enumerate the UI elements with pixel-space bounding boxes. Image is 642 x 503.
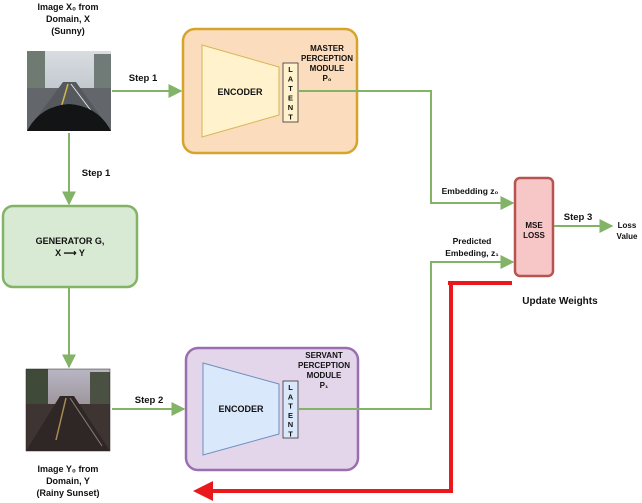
source-caption-line-1: Image X₀ from <box>37 2 98 12</box>
servant-latent-letter: T <box>288 430 293 439</box>
servant-latent-letters: L A T E N T <box>288 383 294 439</box>
servant-title-line-4: P₁ <box>320 381 329 390</box>
master-latent-letter: T <box>288 84 293 93</box>
master-latent-letter: T <box>288 113 293 122</box>
servant-encoder <box>202 362 280 456</box>
servant-title-line-2: PERCEPTION <box>298 361 350 370</box>
predicted-label-line-1: Predicted <box>453 236 492 246</box>
mse-loss-line-2: LOSS <box>523 231 545 240</box>
loss-value-line-1: Loss <box>618 221 637 230</box>
step1-right-label: Step 1 <box>129 73 158 84</box>
servant-latent-box <box>282 380 299 439</box>
servant-latent-letter: E <box>288 411 293 420</box>
target-caption-line-3: (Rainy Sunset) <box>36 488 99 498</box>
update-weights-label: Update Weights <box>522 296 598 307</box>
master-perception-module: ENCODER L A T E N T MASTER PERCEPTION MO… <box>181 27 359 155</box>
predicted-label-line-2: Embeding, z₁ <box>445 248 499 258</box>
master-title-line-4: P₀ <box>323 74 332 83</box>
servant-latent-letter: A <box>288 392 294 401</box>
master-title-line-3: MODULE <box>310 64 345 73</box>
generator-box: GENERATOR G, X ⟶ Y <box>1 204 139 289</box>
master-title-line-1: MASTER <box>310 44 344 53</box>
embedding-z0-label: Embedding z₀ <box>442 186 499 196</box>
servant-latent-letter: L <box>288 383 293 392</box>
generator-title: GENERATOR G, <box>36 236 105 246</box>
arrow-master-to-mse <box>299 90 515 210</box>
servant-perception-module: ENCODER L A T E N T SERVANT PERCEPTION M… <box>184 346 360 472</box>
target-caption-line-2: Domain, Y <box>46 476 90 486</box>
master-latent-letters: L A T E N T <box>288 65 294 122</box>
source-caption-line-3: (Sunny) <box>51 26 85 36</box>
generator-mapping: X ⟶ Y <box>55 248 85 258</box>
step3-label: Step 3 <box>564 212 593 223</box>
servant-latent-letter: N <box>288 420 293 429</box>
generator-shape <box>1 204 139 289</box>
target-caption-line-1: Image Y₀ from <box>38 464 99 474</box>
source-caption-line-2: Domain, X <box>46 14 90 24</box>
source-image-caption: Image X₀ from Domain, X (Sunny) <box>37 2 98 36</box>
update-weights-arrow <box>193 283 453 501</box>
step2-label: Step 2 <box>135 395 164 406</box>
master-latent-box <box>282 62 299 123</box>
servant-encoder-label: ENCODER <box>218 404 264 414</box>
mse-loss-line-1: MSE <box>525 221 543 230</box>
target-image-caption: Image Y₀ from Domain, Y (Rainy Sunset) <box>36 464 99 498</box>
master-encoder-label: ENCODER <box>217 87 263 97</box>
arrow-servant-to-mse <box>299 255 515 410</box>
step1-down-label: Step 1 <box>82 168 111 179</box>
servant-title-line-3: MODULE <box>307 371 342 380</box>
master-encoder <box>201 44 280 138</box>
master-latent-letter: E <box>288 94 293 103</box>
mse-loss-box: MSE LOSS <box>513 176 555 278</box>
arrows <box>62 84 614 416</box>
loss-value-line-2: Value <box>617 232 638 241</box>
master-latent-letter: A <box>288 75 294 84</box>
target-road-image <box>25 368 111 452</box>
mse-loss-shape <box>513 176 555 278</box>
master-title-line-2: PERCEPTION <box>301 54 353 63</box>
servant-latent-letter: T <box>288 402 293 411</box>
master-latent-letter: L <box>288 65 293 74</box>
source-road-image <box>27 51 111 131</box>
servant-title-line-1: SERVANT <box>305 351 343 360</box>
master-latent-letter: N <box>288 103 293 112</box>
